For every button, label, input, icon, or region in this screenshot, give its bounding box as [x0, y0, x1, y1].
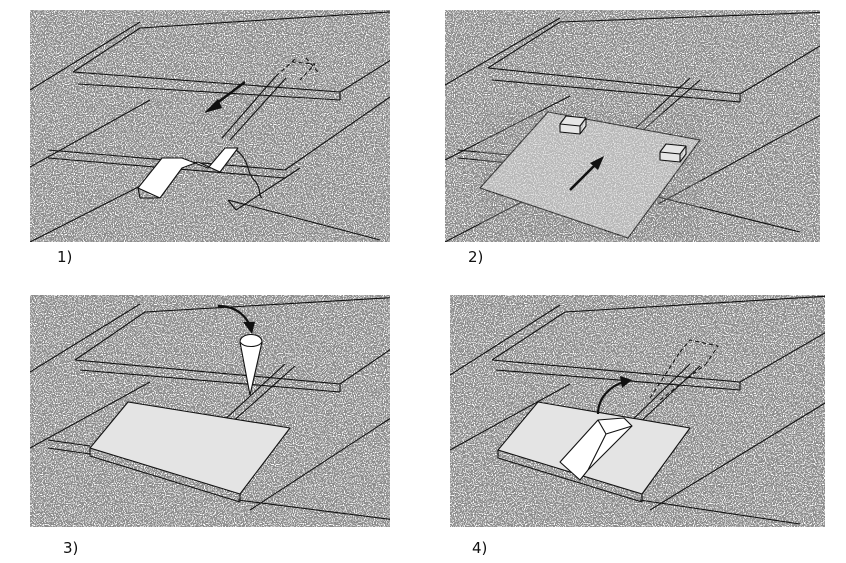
step-4-panel: [450, 295, 825, 525]
step-4-slot-outline: [649, 339, 719, 401]
step-1-shingle-butts: [47, 11, 390, 241]
step-2-right-clip: [659, 143, 687, 163]
step-3-course-edges: [30, 303, 151, 449]
step-1-course-edges: [30, 21, 161, 242]
step-3-texture: [30, 295, 390, 527]
step-2-panel: [445, 11, 820, 242]
step-3-panel: [30, 295, 390, 527]
step-1-slate-piece: [137, 147, 239, 199]
step-3-spike: [239, 333, 263, 396]
step-4-curved-arrow: [596, 380, 625, 415]
step-3-shingle-butts: [47, 297, 390, 520]
step-1-panel: [30, 10, 390, 242]
step-1-texture: [30, 10, 390, 242]
step-1-wire: [235, 149, 263, 199]
step-4-shingle-butts: [491, 295, 825, 525]
step-1-label: 1): [57, 248, 72, 266]
step-2-arrow: [569, 163, 597, 191]
step-3-new-slate: [89, 401, 291, 495]
step-2-label: 2): [468, 248, 483, 266]
step-1-removed-slate-outline: [275, 57, 319, 81]
step-4-course-edges: [450, 304, 571, 451]
step-2-left-clip: [559, 115, 587, 135]
step-3-label: 3): [63, 539, 78, 557]
step-1-joint: [221, 75, 287, 141]
step-4-label: 4): [472, 539, 487, 557]
